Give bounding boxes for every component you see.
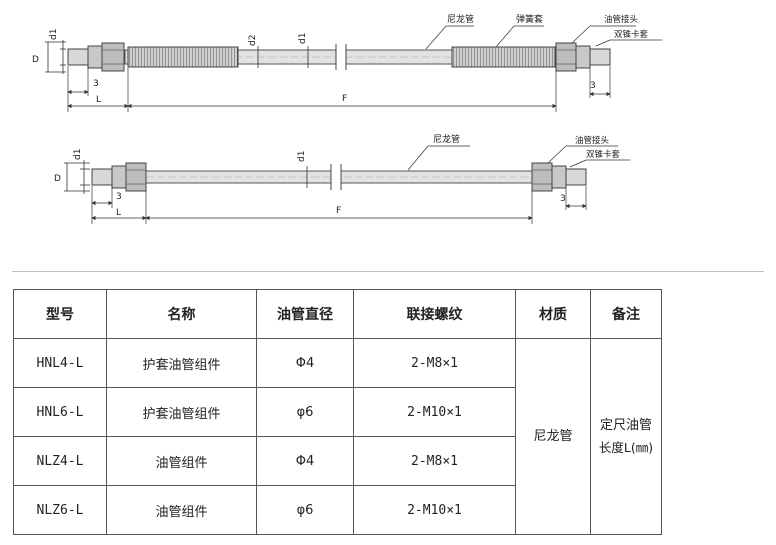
cell-thread: 2-M10×1 [353,387,516,437]
cell-model: NLZ4-L [13,436,107,486]
label-fitting: 油管接头 [604,14,639,25]
cell-thread: 2-M8×1 [353,338,516,388]
cell-model: HNL6-L [13,387,107,437]
technical-drawings-svg: D d1 d2 d1 3 L F 3 尼龙管 弹 [32,13,662,224]
label-ferrule: 双锥卡套 [614,29,649,40]
table-row: NLZ6-L 油管组件 φ6 2-M10×1 [13,485,662,535]
dim-F: F [342,94,347,104]
remark-line-1: 定尺油管 [599,417,652,433]
cell-name: 油管组件 [106,485,257,535]
table-row: NLZ4-L 油管组件 Φ4 2-M8×1 [13,436,662,486]
table-header-row: 型号 名称 油管直径 联接螺纹 材质 备注 [13,289,662,339]
label-nylon-tube-2: 尼龙管 [433,133,460,145]
header-thread: 联接螺纹 [353,289,516,339]
dim-d2: d2 [248,35,258,46]
spec-table: 型号 名称 油管直径 联接螺纹 材质 备注 HNL4-L 护套油管组件 Φ4 2… [13,289,662,535]
dim-d1-mid-2: d1 [297,151,307,162]
header-model: 型号 [13,289,107,339]
label-ferrule-2: 双锥卡套 [586,149,621,160]
dim-L: L [96,95,101,105]
fitting-left-2 [91,162,147,192]
header-remark: 备注 [590,289,662,339]
header-diameter: 油管直径 [256,289,354,339]
dim-3-right-2: 3 [560,194,566,204]
cell-remark: 定尺油管 长度L(㎜) [590,338,662,535]
header-name: 名称 [106,289,257,339]
cell-name: 护套油管组件 [106,338,257,388]
spring-sleeve-left [127,46,239,68]
cell-model: HNL4-L [13,338,107,388]
label-fitting-2: 油管接头 [575,135,610,146]
fitting-right [555,42,611,72]
cell-diameter: φ6 [256,485,354,535]
cell-material: 尼龙管 [515,338,591,535]
label-spring-sleeve: 弹簧套 [516,13,543,25]
remark-line-2: 长度L(㎜) [598,439,654,455]
table-row: HNL4-L 护套油管组件 Φ4 2-M8×1 尼龙管 定尺油管 长度L(㎜) [13,338,662,535]
cell-diameter: Φ4 [256,436,354,486]
header-material: 材质 [515,289,591,339]
technical-drawings: D d1 d2 d1 3 L F 3 尼龙管 弹 [0,0,776,262]
cell-thread: 2-M10×1 [353,485,516,535]
fitting-left [67,42,125,72]
dim-3-left-2: 3 [116,192,122,202]
dim-3-left: 3 [93,79,99,89]
dim-L-2: L [116,208,121,218]
label-nylon-tube: 尼龙管 [447,13,474,25]
cell-name: 护套油管组件 [106,387,257,437]
cell-thread: 2-M8×1 [353,436,516,486]
dim-d1-left-2: d1 [73,149,83,160]
dim-d1-left: d1 [49,29,59,40]
section-divider [12,271,764,272]
cell-diameter: φ6 [256,387,354,437]
spring-sleeve-right [451,46,556,68]
drawing-1-sheathed-assembly: D d1 d2 d1 3 L F 3 尼龙管 弹 [32,13,662,112]
dim-D-2: D [54,174,61,184]
dim-d1-mid: d1 [298,33,308,44]
table-row: HNL6-L 护套油管组件 φ6 2-M10×1 [13,387,662,437]
cell-model: NLZ6-L [13,485,107,535]
fitting-right-2 [531,162,587,192]
cell-diameter: Φ4 [256,338,354,388]
cell-name: 油管组件 [106,436,257,486]
dim-D: D [32,55,39,65]
dim-3-right: 3 [590,81,596,91]
drawing-2-plain-assembly: D d1 d1 3 L F 3 尼龙管 油管接头 [54,133,630,224]
dim-F-2: F [336,206,341,216]
